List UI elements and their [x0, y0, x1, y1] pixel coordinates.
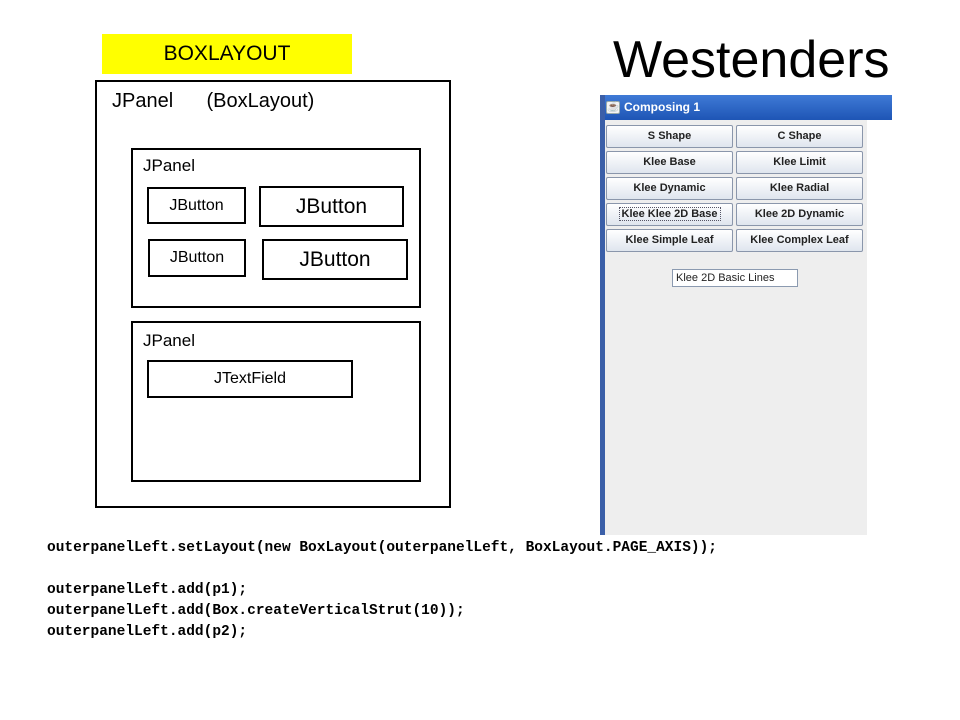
outer-panel-layout: (BoxLayout) [206, 90, 315, 112]
outer-panel-box [95, 80, 451, 508]
outer-panel-label: JPanel (BoxLayout) [112, 90, 314, 113]
window-left-border [600, 95, 605, 535]
diagram-button-3: JButton [148, 239, 246, 277]
klee-textfield[interactable]: Klee 2D Basic Lines [672, 269, 798, 287]
diagram-button-1: JButton [147, 187, 246, 224]
klee-2d-dynamic-button[interactable]: Klee 2D Dynamic [736, 203, 863, 226]
slide-title: Westenders [613, 31, 890, 89]
code-line-5: outerpanelLeft.add(p2); [47, 624, 248, 640]
panel-two-label: JPanel [143, 331, 195, 350]
code-line-1: outerpanelLeft.setLayout(new BoxLayout(o… [47, 540, 718, 556]
klee-radial-button[interactable]: Klee Radial [736, 177, 863, 200]
c-shape-button[interactable]: C Shape [736, 125, 863, 148]
klee-complex-leaf-button[interactable]: Klee Complex Leaf [736, 229, 863, 252]
klee-limit-button[interactable]: Klee Limit [736, 151, 863, 174]
diagram-button-2: JButton [259, 186, 404, 227]
diagram-textfield: JTextField [147, 360, 353, 398]
klee-base-button[interactable]: Klee Base [606, 151, 733, 174]
outer-panel-name: JPanel [112, 90, 174, 112]
java-window-title: Composing 1 [624, 100, 701, 114]
boxlayout-tag: BOXLAYOUT [102, 34, 352, 74]
klee-klee-2d-base-button[interactable]: Klee Klee 2D Base [606, 203, 733, 226]
code-block: outerpanelLeft.setLayout(new BoxLayout(o… [47, 538, 717, 643]
code-line-3: outerpanelLeft.add(p1); [47, 582, 248, 598]
klee-dynamic-button[interactable]: Klee Dynamic [606, 177, 733, 200]
window-right-area [867, 120, 892, 535]
java-window-titlebar [600, 95, 892, 120]
java-cup-icon: ☕ [606, 101, 620, 114]
diagram-button-4: JButton [262, 239, 408, 280]
klee-simple-leaf-button[interactable]: Klee Simple Leaf [606, 229, 733, 252]
panel-one-box [131, 148, 421, 308]
panel-one-label: JPanel [143, 156, 195, 175]
code-line-4: outerpanelLeft.add(Box.createVerticalStr… [47, 603, 465, 619]
s-shape-button[interactable]: S Shape [606, 125, 733, 148]
panel-two-box [131, 321, 421, 482]
